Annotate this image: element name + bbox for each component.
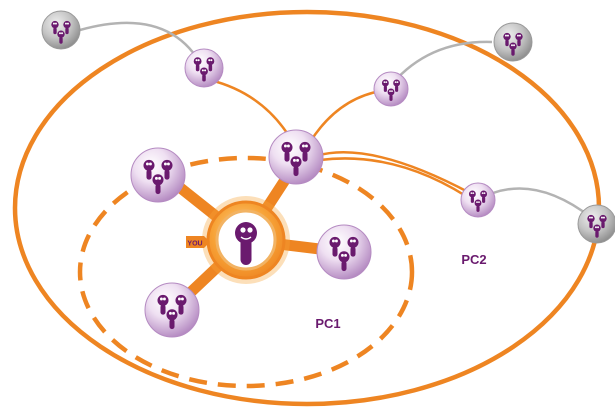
group-node-small-topright	[373, 71, 409, 107]
group-node-lower-left	[144, 282, 200, 338]
you-label: YOU	[187, 241, 202, 248]
pc2-boundary	[12, 9, 602, 407]
pc1-boundary	[77, 155, 415, 389]
link-upper-to-right-a	[315, 151, 471, 195]
thin-links	[209, 78, 479, 206]
person-icon	[235, 222, 257, 265]
group-node-small-top	[184, 48, 224, 88]
group-node-upper	[268, 129, 324, 185]
you-tag: YOU	[186, 236, 210, 248]
gray-node-topright	[493, 22, 533, 62]
group-node-upper-left	[130, 147, 186, 203]
pc1-label: PC1	[315, 316, 340, 331]
group-node-right	[316, 224, 372, 280]
gray-node-topleft	[41, 10, 81, 50]
gray-node-right	[577, 204, 615, 244]
link-upper-to-right-b	[319, 157, 479, 206]
pc2-label: PC2	[461, 252, 486, 267]
you-node: YOU	[186, 196, 290, 284]
group-node-small-right	[460, 182, 496, 218]
